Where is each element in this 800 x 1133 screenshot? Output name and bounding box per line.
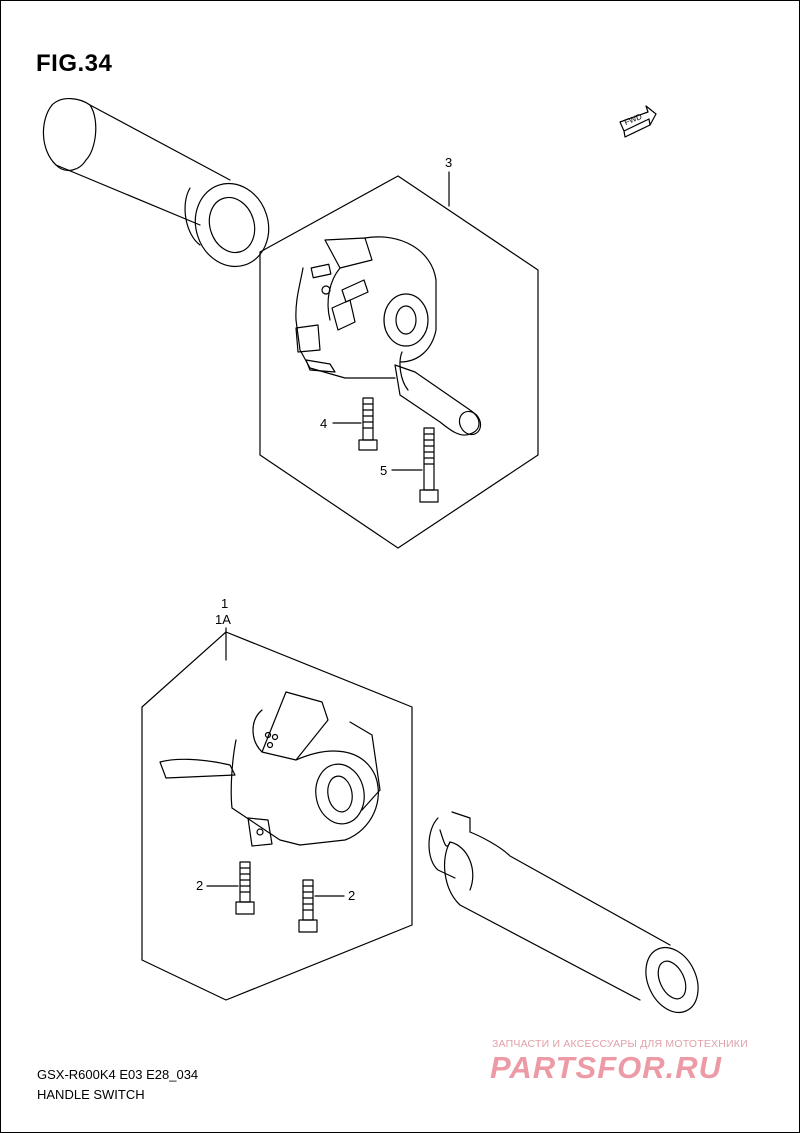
- part-3-frame: [259, 175, 539, 549]
- watermark-brand: PARTSFOR.RU: [490, 1050, 723, 1085]
- throttle-grip-lower: [428, 811, 699, 1014]
- callout-part-3: 3: [445, 155, 453, 170]
- callout-part-2-left: 2: [196, 878, 204, 893]
- fwd-arrow-icon: [619, 105, 657, 138]
- watermark-tagline: ЗАПЧАСТИ И АКСЕССУАРЫ ДЛЯ МОТОТЕХНИКИ: [492, 1038, 748, 1050]
- callout-part-2-right: 2: [348, 888, 356, 903]
- right-handle-switch: [295, 236, 482, 436]
- screw-part-2-left: [206, 861, 255, 915]
- diagram-title: HANDLE SWITCH: [37, 1087, 145, 1102]
- callout-part-1: 1: [221, 596, 229, 611]
- callout-part-1a: 1A: [215, 612, 231, 627]
- figure-title: FIG.34: [36, 50, 113, 77]
- screw-part-5: [391, 427, 439, 503]
- left-handle-switch: [159, 691, 381, 847]
- callout-part-4: 4: [320, 416, 328, 431]
- left-grip-upper: [42, 98, 270, 268]
- model-code: GSX-R600K4 E03 E28_034: [37, 1067, 199, 1082]
- screw-part-4: [332, 397, 378, 451]
- callout-part-5: 5: [380, 463, 388, 478]
- part-1-frame: [141, 631, 413, 1001]
- screw-part-2-right: [298, 879, 345, 933]
